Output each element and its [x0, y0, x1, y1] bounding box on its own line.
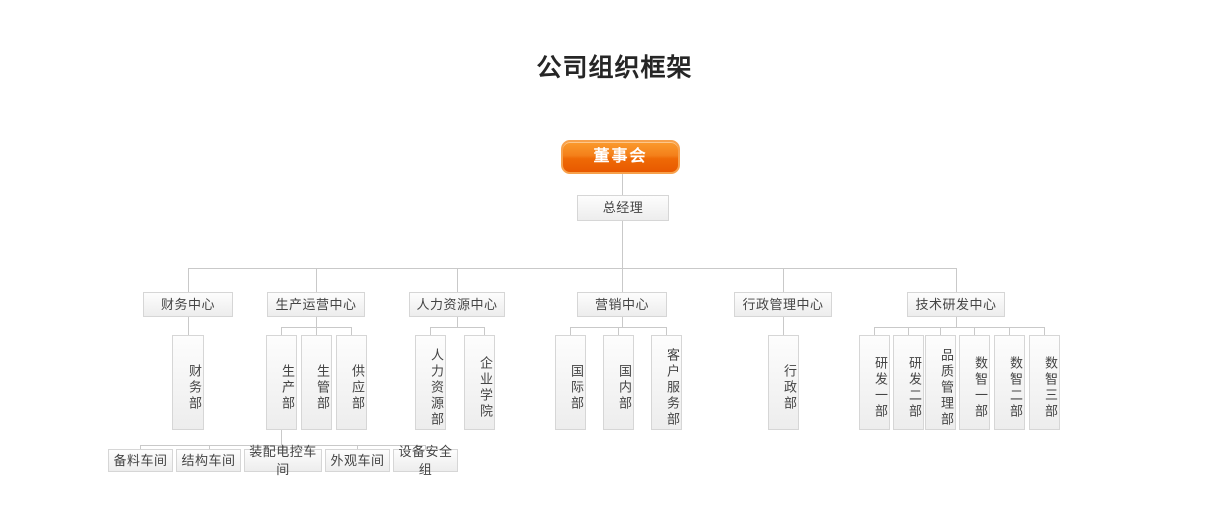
org-node-equipment-safety-group[interactable]: 设备安全组 [393, 444, 458, 477]
org-node-digital-intelligence-department-1[interactable]: 数智一部 [959, 335, 990, 430]
connector-workshop-bus [140, 445, 425, 446]
org-node-human-resources-department[interactable]: 人力资源部 [415, 335, 446, 430]
connector-bus-to-center-1 [188, 268, 189, 292]
org-node-material-preparation-workshop[interactable]: 备料车间 [108, 449, 173, 472]
connector-to-domestic-dept [618, 327, 619, 335]
connector-to-quality-dept [940, 327, 941, 335]
connector-admin-center-to-dept [783, 317, 784, 335]
connector-root-to-gm [622, 174, 623, 195]
org-node-general-manager[interactable]: 总经理 [577, 195, 669, 221]
connector-hr-center-stem [457, 317, 458, 327]
connector-to-workshop-3 [283, 445, 284, 449]
connector-to-workshop-1 [140, 445, 141, 449]
connector-bus-to-center-4 [622, 268, 623, 292]
connector-production-dept-stem [281, 430, 282, 445]
connector-center-bus [188, 268, 957, 269]
connector-to-prodmgmt-dept [316, 327, 317, 335]
connector-to-digital3-dept [1044, 327, 1045, 335]
org-node-digital-intelligence-department-2[interactable]: 数智二部 [994, 335, 1025, 430]
org-node-quality-management-department[interactable]: 品质管理部 [925, 335, 956, 430]
connector-to-hr-dept [430, 327, 431, 335]
connector-to-workshop-2 [209, 445, 210, 449]
connector-production-center-stem [316, 317, 317, 327]
connector-to-workshop-4 [357, 445, 358, 449]
connector-rd-center-stem [956, 317, 957, 327]
connector-to-production-dept [281, 327, 282, 335]
org-node-domestic-department[interactable]: 国内部 [603, 335, 634, 430]
connector-to-corporate-academy [484, 327, 485, 335]
connector-to-digital2-dept [1009, 327, 1010, 335]
connector-hr-center-bus [430, 327, 485, 328]
org-node-corporate-academy[interactable]: 企业学院 [464, 335, 495, 430]
connector-marketing-center-stem [622, 317, 623, 327]
org-node-structure-workshop[interactable]: 结构车间 [176, 449, 241, 472]
org-node-assembly-electrical-control-workshop[interactable]: 装配电控车间 [244, 444, 322, 477]
org-node-administrative-management-center[interactable]: 行政管理中心 [734, 292, 832, 317]
org-node-finance-center[interactable]: 财务中心 [143, 292, 233, 317]
org-node-production-management-department[interactable]: 生管部 [301, 335, 332, 430]
connector-bus-to-center-3 [457, 268, 458, 292]
connector-to-workshop-5 [425, 445, 426, 449]
org-node-production-department[interactable]: 生产部 [266, 335, 297, 430]
org-node-finance-department[interactable]: 财务部 [172, 335, 204, 430]
connector-rd-center-bus [874, 327, 1044, 328]
connector-to-supply-dept [351, 327, 352, 335]
connector-bus-to-center-6 [956, 268, 957, 292]
connector-to-digital1-dept [974, 327, 975, 335]
org-node-customer-service-department[interactable]: 客户服务部 [651, 335, 682, 430]
connector-to-rd1-dept [874, 327, 875, 335]
org-node-supply-department[interactable]: 供应部 [336, 335, 367, 430]
org-node-board-of-directors[interactable]: 董事会 [561, 140, 680, 174]
org-node-international-department[interactable]: 国际部 [555, 335, 586, 430]
page-title: 公司组织框架 [536, 54, 693, 82]
connector-finance-center-to-dept [188, 317, 189, 335]
connector-to-rd2-dept [908, 327, 909, 335]
org-node-administration-department[interactable]: 行政部 [768, 335, 799, 430]
org-node-rd-department-2[interactable]: 研发二部 [893, 335, 924, 430]
org-node-marketing-center[interactable]: 营销中心 [577, 292, 667, 317]
org-node-production-operations-center[interactable]: 生产运营中心 [267, 292, 365, 317]
org-node-appearance-workshop[interactable]: 外观车间 [325, 449, 390, 472]
connector-gm-to-bus [622, 221, 623, 268]
org-node-human-resources-center[interactable]: 人力资源中心 [409, 292, 505, 317]
connector-bus-to-center-5 [783, 268, 784, 292]
connector-bus-to-center-2 [316, 268, 317, 292]
org-node-technology-rd-center[interactable]: 技术研发中心 [907, 292, 1005, 317]
org-node-rd-department-1[interactable]: 研发一部 [859, 335, 890, 430]
org-node-digital-intelligence-department-3[interactable]: 数智三部 [1029, 335, 1060, 430]
connector-to-international-dept [570, 327, 571, 335]
connector-to-customer-service-dept [666, 327, 667, 335]
